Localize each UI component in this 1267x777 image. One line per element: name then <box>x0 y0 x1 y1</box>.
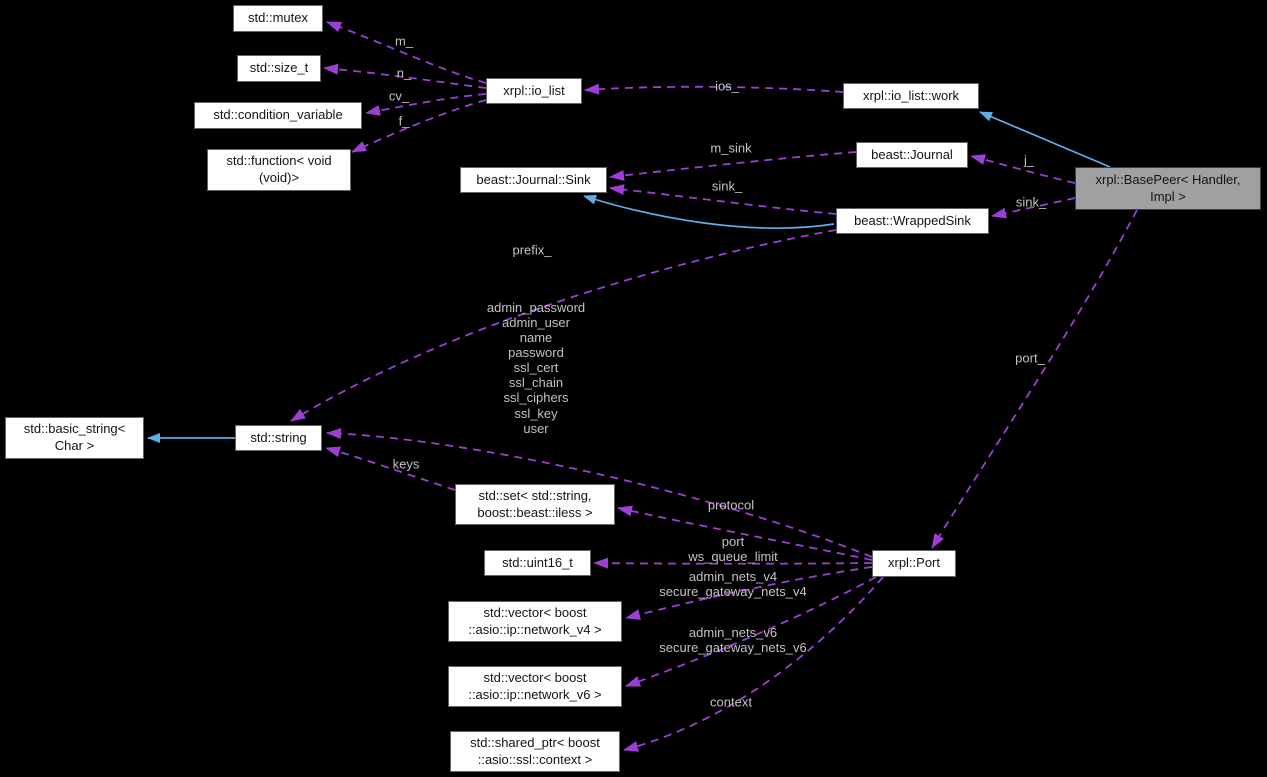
node-std-set[interactable]: std::set< std::string, boost::beast::ile… <box>455 484 615 525</box>
edge-port-to-vector-v6 <box>625 576 877 687</box>
edge-base-peer-inherits-work <box>979 111 1111 168</box>
node-xrpl-io-list-work[interactable]: xrpl::io_list::work <box>843 83 979 109</box>
edge-io-list-to-condition-variable <box>365 93 487 116</box>
edge-base-peer-to-port <box>931 209 1138 549</box>
edge-base-peer-to-journal <box>970 154 1076 184</box>
node-std-shared-ptr-ssl-context[interactable]: std::shared_ptr< boost ::asio::ssl::cont… <box>450 731 620 772</box>
node-std-condition-variable[interactable]: std::condition_variable <box>194 102 362 129</box>
node-beast-journal[interactable]: beast::Journal <box>856 142 968 168</box>
node-std-basic-string[interactable]: std::basic_string< Char > <box>5 417 144 459</box>
edge-wrapped-sink-to-string-prefix <box>290 229 837 422</box>
node-std-uint16-t[interactable]: std::uint16_t <box>484 550 591 576</box>
node-std-function[interactable]: std::function< void (void)> <box>207 149 351 191</box>
edge-io-list-to-function <box>351 99 487 153</box>
edge-wrapped-sink-inherits-journal-sink <box>583 194 835 229</box>
edge-port-to-set-protocol <box>617 505 873 561</box>
node-std-vector-network-v4[interactable]: std::vector< boost ::asio::ip::network_v… <box>448 601 622 642</box>
edge-port-to-uint16 <box>593 557 873 569</box>
edge-io-list-to-mutex <box>326 21 487 84</box>
edge-port-to-string-members <box>326 428 873 558</box>
node-xrpl-port[interactable]: xrpl::Port <box>872 550 956 577</box>
edge-work-to-io-list <box>584 83 844 95</box>
node-xrpl-io-list[interactable]: xrpl::io_list <box>486 78 582 104</box>
edge-journal-to-journal-sink <box>609 151 857 181</box>
edge-io-list-to-size-t <box>323 63 487 89</box>
edge-wrapped-sink-to-journal-sink <box>609 184 837 215</box>
edge-port-to-shared-ptr-context <box>623 576 884 752</box>
node-std-string[interactable]: std::string <box>235 425 322 451</box>
node-std-size-t[interactable]: std::size_t <box>237 55 321 82</box>
node-beast-journal-sink[interactable]: beast::Journal::Sink <box>460 167 607 193</box>
node-beast-wrapped-sink[interactable]: beast::WrappedSink <box>836 208 989 234</box>
node-xrpl-base-peer: xrpl::BasePeer< Handler, Impl > <box>1075 167 1261 210</box>
edge-port-to-vector-v4 <box>625 566 873 620</box>
node-std-mutex[interactable]: std::mutex <box>233 5 323 32</box>
edge-set-to-string-keys <box>325 446 456 491</box>
node-std-vector-network-v6[interactable]: std::vector< boost ::asio::ip::network_v… <box>448 666 622 707</box>
edge-base-peer-to-wrapped-sink <box>991 197 1076 219</box>
